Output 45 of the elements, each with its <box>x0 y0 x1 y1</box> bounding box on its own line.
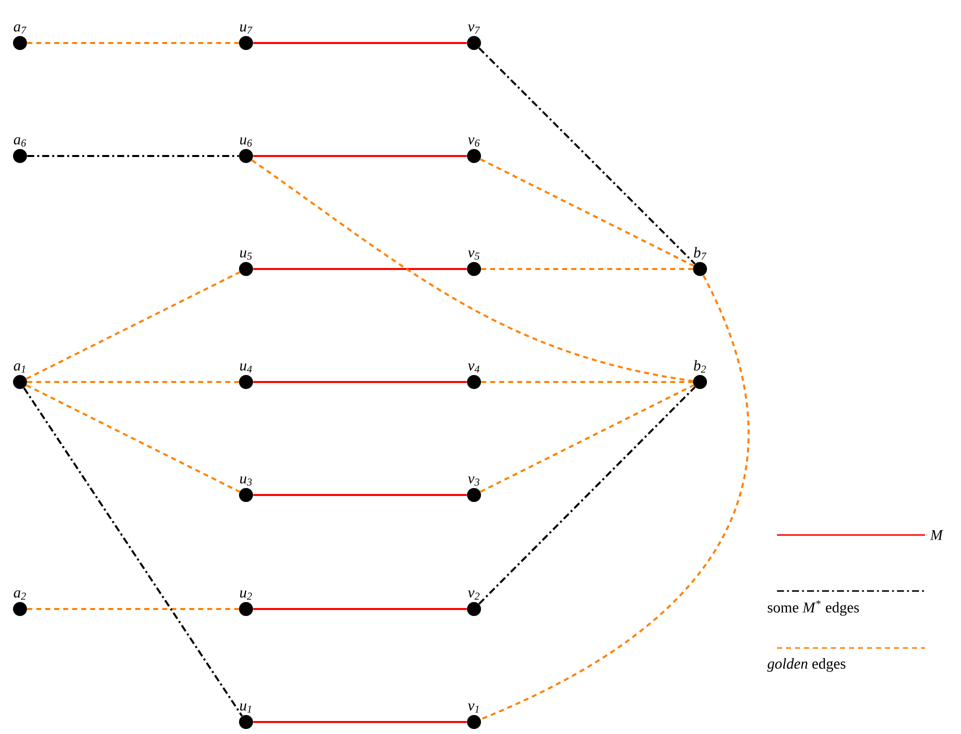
edge-line <box>27 608 239 610</box>
node-label: a$_{7}$ <box>14 24 26 34</box>
edge-line <box>478 47 696 265</box>
edge-line <box>27 42 239 44</box>
node-label: u$_{4}$ <box>240 364 252 373</box>
edge-line <box>23 387 243 717</box>
edge-line <box>478 386 696 605</box>
node-label: u$_{3}$ <box>240 476 252 486</box>
edge-line <box>481 268 693 270</box>
node-label: v$_{3}$ <box>468 476 480 486</box>
node-label: v$_{7}$ <box>468 24 480 34</box>
legend-label: some M$^{*}$ edges <box>768 600 859 616</box>
node-label: v$_{2}$ <box>468 590 480 600</box>
edge-line <box>480 158 694 267</box>
edge-line <box>26 271 240 380</box>
legend-label: golden edges <box>767 658 846 672</box>
node-label: u$_{2}$ <box>240 590 252 600</box>
node-label: u$_{6}$ <box>240 137 252 147</box>
node-label: u$_{7}$ <box>240 24 252 34</box>
node-label: v$_{6}$ <box>468 137 480 147</box>
node-label: a$_{6}$ <box>14 137 26 147</box>
edge-line <box>27 155 239 157</box>
edge-line <box>26 384 240 493</box>
node-label: u$_{5}$ <box>240 250 252 260</box>
node-label: v$_{5}$ <box>468 250 480 260</box>
edge-line <box>253 42 467 44</box>
edge-line <box>253 381 467 383</box>
edge-line <box>253 494 467 496</box>
edge-line <box>27 381 239 383</box>
edge-line <box>251 159 694 382</box>
node-label: b$_{7}$ <box>694 247 706 260</box>
node-label: a$_{1}$ <box>14 363 25 373</box>
edge-line <box>481 381 693 383</box>
legend-label: M <box>930 530 944 540</box>
node-label: u$_{1}$ <box>240 704 252 713</box>
node-label: b$_{2}$ <box>694 360 706 373</box>
edge-line <box>253 268 467 270</box>
node-label: a$_{2}$ <box>14 590 26 600</box>
edge-line <box>253 155 467 157</box>
edge-line <box>253 608 467 610</box>
node-label: v$_{1}$ <box>468 704 479 713</box>
edge-line <box>480 384 694 493</box>
node-label: v$_{4}$ <box>468 364 480 373</box>
edge-line <box>480 274 750 720</box>
edge-line <box>253 721 467 723</box>
